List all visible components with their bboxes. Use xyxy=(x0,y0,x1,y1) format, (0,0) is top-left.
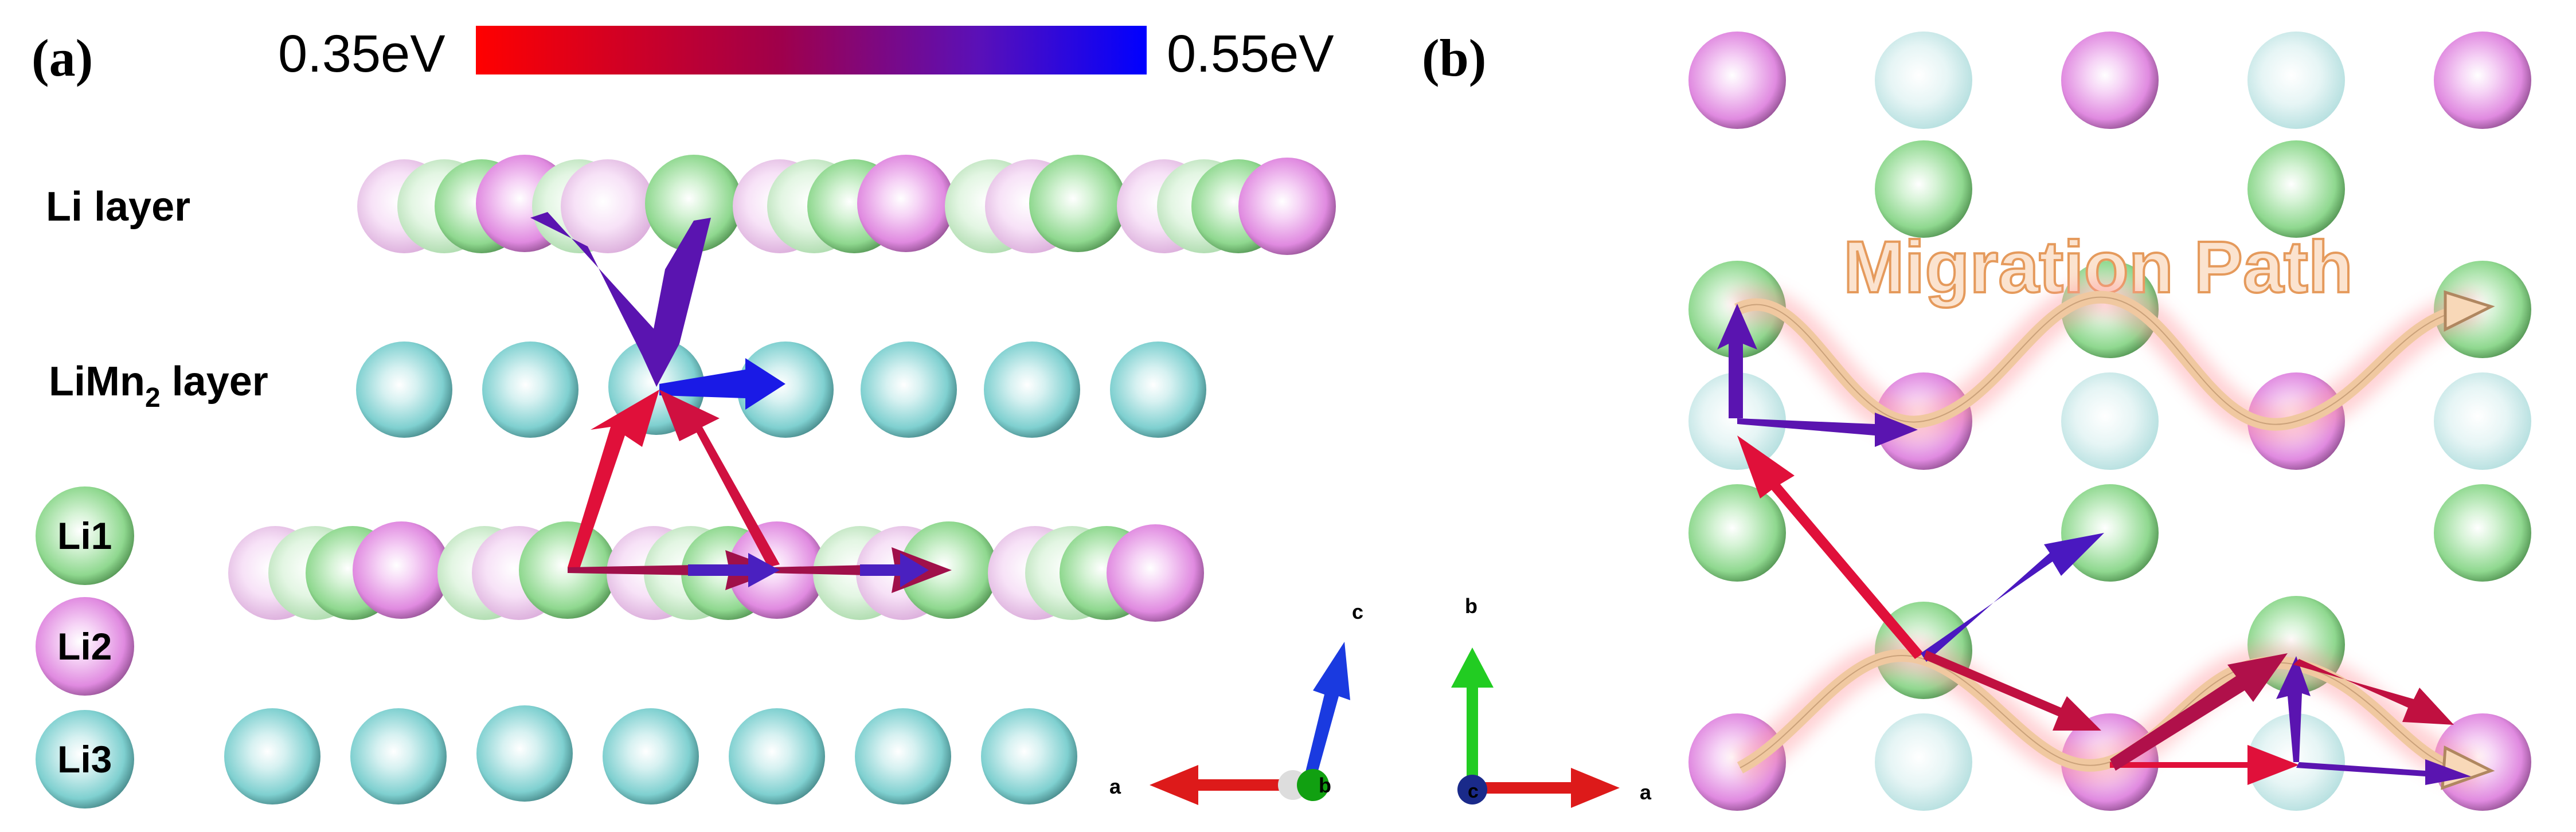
li-layer-atoms xyxy=(357,155,1336,255)
atom-li1 xyxy=(1688,484,1786,582)
arrow xyxy=(2293,659,2454,725)
atom-li3 xyxy=(2247,32,2345,129)
axis-c-label: c xyxy=(1468,780,1479,802)
atom-li3 xyxy=(981,708,1077,804)
atom-li1 xyxy=(1029,155,1127,252)
atom-li2 xyxy=(353,521,450,619)
atom-li2 xyxy=(2434,713,2531,811)
atom-li2 xyxy=(857,155,955,252)
arrow xyxy=(659,390,780,567)
atom-li3 xyxy=(2434,372,2531,470)
axis-c-arrow xyxy=(1304,642,1350,779)
atom-li3 xyxy=(855,708,951,804)
axis-b-label: b xyxy=(1465,594,1477,618)
axes-triad-b: c b a xyxy=(1451,594,1652,808)
path-arrowhead xyxy=(2444,290,2495,332)
atom-li3 xyxy=(1110,342,1206,438)
li3-row-atoms xyxy=(224,705,1077,804)
axis-a-label: a xyxy=(1640,780,1652,804)
arrow xyxy=(1737,413,1918,447)
limn2-layer-atoms xyxy=(356,339,1206,438)
arrow xyxy=(860,553,929,587)
axis-b-label: b xyxy=(1319,774,1331,797)
axis-a-label: a xyxy=(1109,775,1121,798)
atom-li1 xyxy=(645,155,742,252)
atom-li2 xyxy=(1238,158,1336,255)
legend-li1-label: Li1 xyxy=(57,515,112,557)
atom-li3 xyxy=(737,342,834,438)
colorbar-max-label: 0.55eV xyxy=(1167,25,1334,83)
axis-a-arrow xyxy=(1473,768,1620,808)
arrow xyxy=(688,553,780,587)
arrow xyxy=(1717,304,1757,418)
arrow xyxy=(659,358,785,410)
atom-li2 xyxy=(1107,524,1204,622)
axis-b-arrow xyxy=(1451,647,1494,791)
atom-li3 xyxy=(2061,372,2159,470)
arrow xyxy=(530,212,674,387)
atom-legend: Li1 Li2 Li3 xyxy=(36,486,134,809)
atom-li3 xyxy=(729,708,825,804)
panel-a: (a) 0.35eV 0.55eV Li layer LiMn2 layer xyxy=(32,25,1363,809)
arrow xyxy=(568,390,659,570)
atom-li3 xyxy=(1875,32,1972,129)
atom-li3 xyxy=(350,708,447,804)
colorbar-min-label: 0.35eV xyxy=(278,25,445,83)
atom-li3 xyxy=(603,708,699,804)
atom-li2 xyxy=(561,159,655,253)
legend-li2-label: Li2 xyxy=(57,625,112,668)
atom-li3 xyxy=(861,342,957,438)
panel-b: (b) xyxy=(1422,29,2531,811)
colorbar-gradient xyxy=(476,26,1147,74)
atom-li2 xyxy=(1688,32,1786,129)
axis-c-marker xyxy=(1457,775,1487,804)
arrow xyxy=(1737,435,1924,659)
energy-colorbar: 0.35eV 0.55eV xyxy=(278,25,1334,83)
arrow xyxy=(568,550,780,590)
atom-li3 xyxy=(356,342,452,438)
atom-li2 xyxy=(2434,32,2531,129)
arrow xyxy=(2110,653,2288,771)
arrow xyxy=(1924,650,2101,731)
li-layer-label: Li layer xyxy=(46,184,190,230)
limn2-layer-label: LiMn2 layer xyxy=(49,359,268,413)
atom-li2 xyxy=(2061,32,2159,129)
arrow xyxy=(1921,533,2104,662)
legend-li3-swatch xyxy=(36,710,134,809)
legend-li3-label: Li3 xyxy=(57,738,112,780)
atom-li3 xyxy=(482,342,578,438)
migration-arrows-a xyxy=(530,212,952,593)
legend-li2-swatch xyxy=(36,597,134,696)
panel-a-label: (a) xyxy=(32,29,93,87)
axes-triad-a: a b c xyxy=(1109,600,1363,805)
atom-li3 xyxy=(476,705,573,802)
axis-b-marker xyxy=(1297,769,1329,801)
migration-arrows-b xyxy=(1717,304,2471,785)
atom-li3 xyxy=(984,342,1080,438)
legend-li1-swatch xyxy=(36,486,134,585)
upper-migration-path xyxy=(1729,280,2495,442)
arrow xyxy=(2276,656,2311,762)
path-line-edge xyxy=(1737,296,2466,425)
axis-a-arrow xyxy=(1150,765,1301,805)
arrow xyxy=(2296,759,2471,785)
atom-li1 xyxy=(2061,484,2159,582)
arrow xyxy=(651,218,711,387)
atom-li3 xyxy=(224,708,320,804)
path-line-edge xyxy=(1740,655,2466,771)
arrow xyxy=(2110,745,2299,785)
panel-b-label: (b) xyxy=(1422,29,1486,87)
atom-li1 xyxy=(2247,140,2345,238)
atom-li1 xyxy=(2434,484,2531,582)
axis-c-label: c xyxy=(1352,600,1363,623)
atom-li1 xyxy=(1875,140,1972,238)
atom-li3 xyxy=(1875,713,1972,811)
